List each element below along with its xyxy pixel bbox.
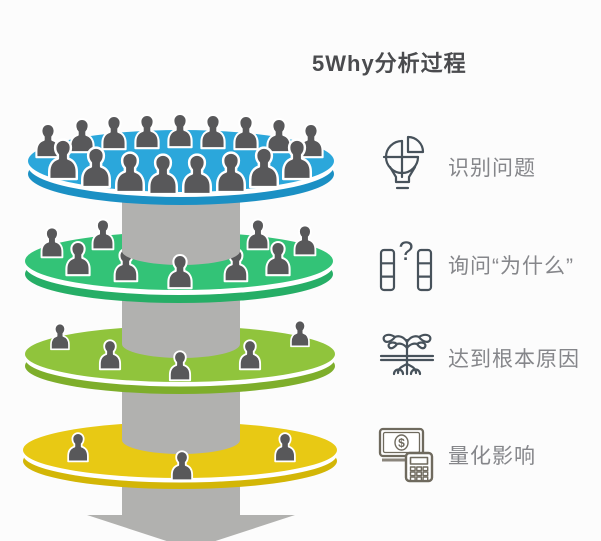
funnel-level-1 [28,112,334,205]
question-glyph: ? [398,236,413,266]
page-title: 5Why分析过程 [312,51,467,76]
dollar-glyph: $ [398,436,405,450]
root-plant-icon [378,326,435,390]
step-label: 量化影响 [448,445,536,468]
money-calculator-icon: $ [378,423,435,487]
step-label: 达到根本原因 [448,348,580,371]
step-row-identify-problem: 识别问题 [378,132,601,202]
question-columns-icon: ? [378,233,435,297]
step-label: 询问“为什么” [448,255,574,278]
idea-bulb-segments-icon [378,135,435,199]
step-row-root-cause: 达到根本原因 [378,323,601,393]
arrow-shaft-segment [122,190,240,265]
step-label: 识别问题 [448,157,536,180]
step-row-quantify-impact: $ [378,420,601,490]
step-row-ask-why: ? 询问“为什么” [378,230,601,300]
